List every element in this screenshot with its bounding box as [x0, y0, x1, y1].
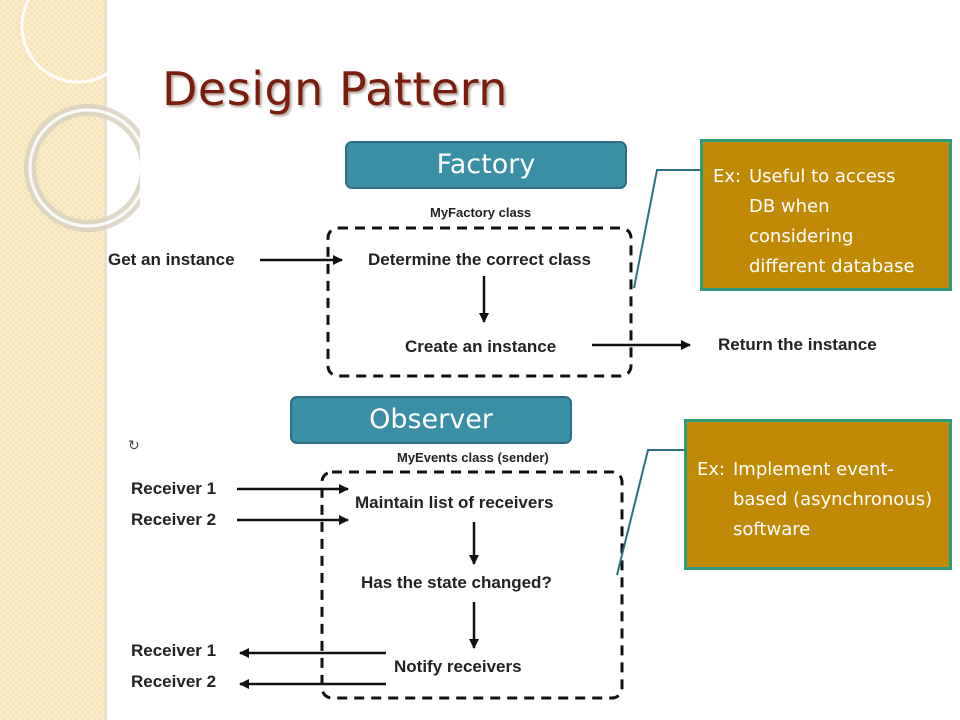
factory-note-prefix: Ex: — [713, 166, 742, 187]
observer-diagram: ↻ MyEvents class (sender) Receiver 1 Rec… — [128, 438, 624, 700]
observer-class-label: MyEvents class (sender) — [397, 450, 549, 465]
observer-example-note: Ex: Implement event- based (asynchronous… — [684, 419, 952, 570]
factory-note-line: considering — [749, 226, 854, 247]
observer-note-line: based (asynchronous) — [733, 489, 933, 510]
factory-note-line: Useful to access — [749, 166, 896, 187]
observer-step-state: Has the state changed? — [361, 573, 552, 592]
decorative-circles — [20, 0, 140, 232]
factory-note-line: different database — [749, 256, 915, 277]
factory-step-determine: Determine the correct class — [368, 250, 591, 269]
observer-receiver-out-2: Receiver 2 — [131, 672, 216, 691]
factory-pill: Factory — [345, 141, 627, 189]
factory-note-connector — [633, 169, 700, 289]
observer-class-box — [320, 470, 624, 700]
factory-class-label: MyFactory class — [430, 205, 531, 220]
page-title: Design Pattern — [162, 62, 508, 116]
factory-diagram: MyFactory class Get an instance Determin… — [108, 205, 877, 378]
observer-note-connector — [616, 449, 684, 576]
observer-note-line: Implement event- — [733, 459, 894, 480]
observer-step-notify: Notify receivers — [394, 657, 522, 676]
observer-step-maintain: Maintain list of receivers — [355, 493, 553, 512]
observer-receiver-in-2: Receiver 2 — [131, 510, 216, 529]
factory-example-note: Ex: Useful to access DB when considering… — [700, 139, 952, 291]
observer-receiver-out-1: Receiver 1 — [131, 641, 216, 660]
observer-receiver-in-1: Receiver 1 — [131, 479, 216, 498]
observer-note-body: Implement event- based (asynchronous) so… — [733, 455, 932, 545]
observer-note-line: software — [733, 519, 811, 540]
factory-note-line: DB when — [749, 196, 830, 217]
factory-input-label: Get an instance — [108, 250, 235, 269]
observer-note-prefix: Ex: — [697, 459, 726, 480]
side-strip-edge — [104, 0, 107, 720]
factory-step-create: Create an instance — [405, 337, 556, 356]
factory-note-body: Useful to access DB when considering dif… — [749, 162, 915, 282]
factory-output-label: Return the instance — [718, 335, 877, 354]
factory-class-box — [326, 226, 633, 378]
cursor-glyph-icon: ↻ — [128, 438, 140, 454]
observer-pill: Observer — [290, 396, 572, 444]
